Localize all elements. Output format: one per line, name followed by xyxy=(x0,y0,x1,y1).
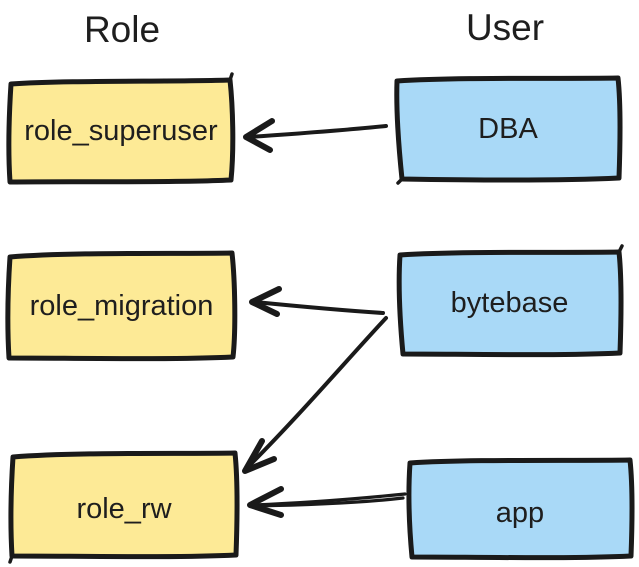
arrowhead-left-icon xyxy=(247,486,284,518)
node-box-role-rw xyxy=(8,450,240,560)
arrow-shaft-second-pass xyxy=(250,496,405,508)
node-box-role-superuser xyxy=(6,77,236,185)
arrowhead-down-left-icon xyxy=(242,438,277,474)
arrow-app-to-role-rw xyxy=(247,486,407,518)
role-column-header: Role xyxy=(83,9,161,50)
sketch-tick xyxy=(228,72,234,82)
node-box-bytebase xyxy=(396,249,624,358)
arrow-shaft xyxy=(253,300,385,315)
node-box-dba xyxy=(394,75,623,183)
arrow-shaft xyxy=(247,124,388,139)
node-boxes xyxy=(5,75,635,561)
arrowhead-left-icon xyxy=(243,118,275,153)
arrow-bytebase-to-role-migration xyxy=(249,286,385,317)
sketch-tick xyxy=(617,244,624,254)
arrow-dba-to-role-superuser xyxy=(243,118,388,153)
arrow-bytebase-to-role-rw xyxy=(242,316,388,474)
node-box-role-migration xyxy=(5,250,238,362)
node-box-app xyxy=(406,457,635,561)
arrow-shaft xyxy=(245,316,388,470)
sketch-tick xyxy=(396,177,404,185)
arrowhead-left-icon xyxy=(249,286,282,317)
sketch-corner-ticks xyxy=(8,72,624,564)
sketch-tick xyxy=(8,554,14,564)
user-column-header: User xyxy=(465,7,545,48)
